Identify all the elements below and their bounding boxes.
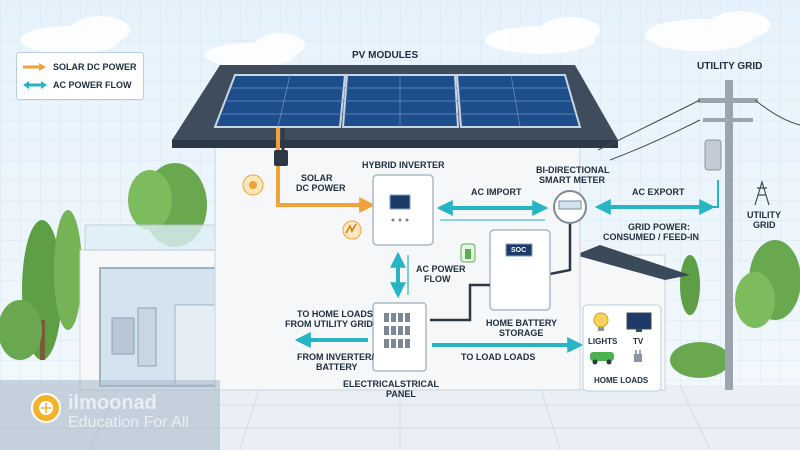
light-bulb-icon bbox=[593, 312, 609, 331]
right-wing-roof bbox=[575, 245, 690, 280]
to-load-loads-label: TO LOAD LOADS bbox=[461, 352, 536, 362]
brand-logo-icon bbox=[31, 393, 61, 423]
electrical-panel-label-2: PANEL bbox=[386, 389, 416, 399]
dc-symbol-icon bbox=[342, 220, 362, 240]
legend-item-solar-dc: SOLAR DC POWER bbox=[23, 61, 137, 73]
smart-meter-label-1: BI-DIRECTIONAL bbox=[536, 165, 610, 175]
home-battery-label-1: HOME BATTERY bbox=[486, 318, 557, 328]
battery-cable bbox=[430, 283, 490, 322]
electric-car-icon bbox=[590, 352, 614, 365]
ac-power-flow-label-2: FLOW bbox=[424, 274, 451, 284]
ac-import-label: AC IMPORT bbox=[471, 187, 522, 197]
brand-tagline: Education For All bbox=[68, 414, 189, 431]
brand-block: ilmoonad Education For All bbox=[68, 392, 189, 432]
smart-meter-label-2: SMART METER bbox=[539, 175, 605, 185]
trees-left bbox=[0, 163, 207, 360]
solar-dc-label-1: SOLAR bbox=[301, 173, 333, 183]
home-loads-label: HOME LOADS bbox=[594, 376, 649, 385]
clouds bbox=[20, 11, 770, 67]
brand-text: ilmoonad Education For All bbox=[68, 392, 189, 432]
from-inverter-label-2: BATTERY bbox=[316, 362, 358, 372]
roof-edge bbox=[172, 140, 618, 148]
export-riser bbox=[712, 180, 719, 208]
to-home-loads-label-2: FROM UTILITY GRID bbox=[285, 319, 373, 329]
home-battery-label-2: STORAGE bbox=[499, 328, 544, 338]
ac-export-label: AC EXPORT bbox=[632, 187, 685, 197]
balcony-glass bbox=[84, 224, 226, 251]
to-home-loads-label-1: TO HOME LOADS bbox=[297, 309, 373, 319]
soc-display: SOC bbox=[511, 247, 527, 254]
from-inverter-label-1: FROM INVERTER/ bbox=[297, 352, 375, 362]
utility-grid-icon-label-2: GRID bbox=[753, 220, 776, 230]
grid-power-label-2: CONSUMED / FEED-IN bbox=[603, 232, 700, 242]
legend-item-ac-flow: AC POWER FLOW bbox=[23, 79, 132, 91]
smart-meter bbox=[553, 190, 587, 224]
battery-charge-icon bbox=[460, 243, 476, 263]
home-battery bbox=[489, 229, 551, 311]
sun-icon bbox=[242, 174, 264, 196]
tv-label: TV bbox=[633, 337, 644, 346]
grid-power-label-1: GRID POWER: bbox=[628, 222, 690, 232]
lights-label: LIGHTS bbox=[588, 337, 618, 346]
transmission-tower-icon bbox=[754, 179, 770, 206]
wall-box bbox=[111, 317, 135, 355]
electrical-panel-label-1: ELECTRICALSTRICAL bbox=[343, 379, 439, 389]
plug-icon bbox=[634, 350, 642, 362]
hybrid-inverter bbox=[372, 174, 434, 246]
utility-pole bbox=[597, 80, 800, 390]
orange-arrow-icon bbox=[23, 63, 46, 71]
legend-label-ac-flow: AC POWER FLOW bbox=[53, 80, 132, 90]
tv-icon bbox=[626, 312, 652, 332]
dc-connector bbox=[274, 150, 288, 166]
meter-cable bbox=[544, 224, 572, 277]
solar-dc-label-2: DC POWER bbox=[296, 183, 346, 193]
brand-name: ilmoonad bbox=[68, 392, 157, 414]
pv-modules bbox=[213, 74, 582, 128]
utility-grid-title: UTILITY GRID bbox=[697, 61, 763, 72]
utility-grid-icon-label-1: UTILITY bbox=[747, 210, 781, 220]
electrical-panel bbox=[372, 302, 427, 372]
ac-power-flow-label-1: AC POWER bbox=[416, 264, 466, 274]
legend-label-solar-dc: SOLAR DC POWER bbox=[53, 62, 137, 72]
garage-cabinet bbox=[137, 307, 157, 367]
pv-modules-label: PV MODULES bbox=[352, 50, 419, 61]
hybrid-inverter-label: HYBRID INVERTER bbox=[362, 160, 445, 170]
teal-double-arrow-icon bbox=[23, 81, 47, 89]
legend: SOLAR DC POWER AC POWER FLOW bbox=[16, 52, 144, 100]
trees-right bbox=[670, 240, 800, 378]
